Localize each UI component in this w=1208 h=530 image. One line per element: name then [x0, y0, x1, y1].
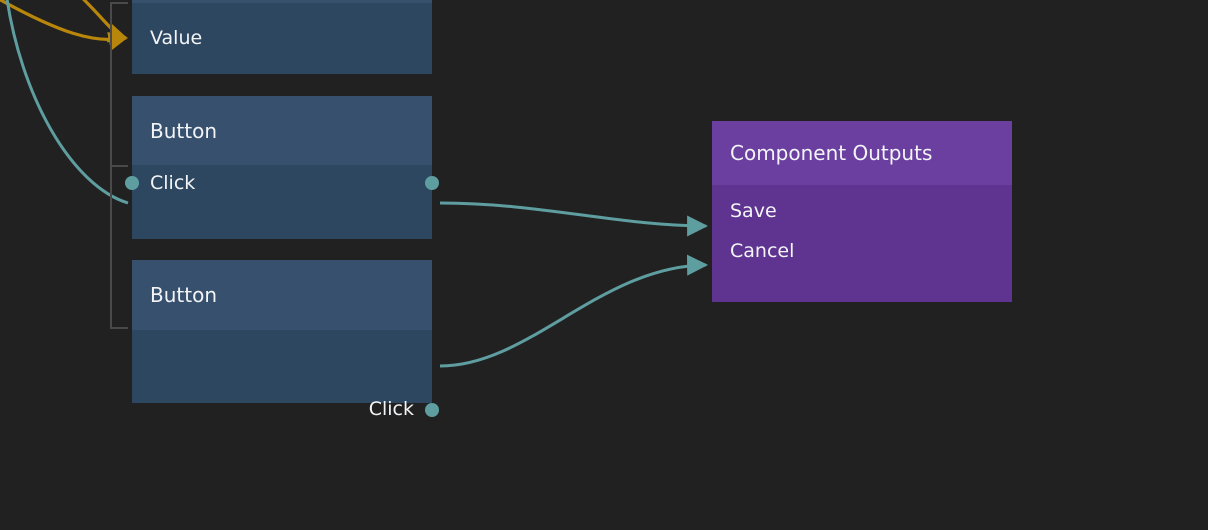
bracket-spine [110, 2, 112, 329]
bracket-tick-top [110, 2, 128, 4]
port-dot-click-1-output[interactable] [425, 176, 439, 190]
port-dot-click-2-output[interactable] [425, 402, 439, 417]
node-button-2-title-label: Button [150, 283, 217, 307]
node-component-outputs-title: Component Outputs [712, 121, 1012, 185]
node-button-1-body: Click [125, 165, 439, 239]
port-row-click-2[interactable]: Click [132, 398, 439, 420]
port-row-value[interactable]: Value [132, 21, 432, 57]
wire-teal-into-click-1 [5, 0, 129, 205]
bracket-tick-middle [110, 165, 128, 167]
port-label-value: Value [150, 27, 203, 49]
wire-teal-click2-to-cancel [439, 254, 709, 368]
port-dot-click-1-input[interactable] [125, 176, 139, 190]
node-component-outputs[interactable]: Component Outputs Save Cancel [712, 121, 1012, 302]
port-label-save: Save [730, 199, 777, 222]
node-value[interactable]: Value [132, 0, 432, 74]
bracket-tick-bottom [110, 327, 128, 329]
node-button-1[interactable]: Button Click [125, 96, 439, 239]
port-label-cancel: Cancel [730, 239, 795, 262]
node-value-body: Value [132, 3, 432, 74]
wire-orange-1 [0, 0, 128, 51]
port-row-cancel[interactable]: Cancel [712, 231, 1012, 271]
node-button-1-title-label: Button [150, 118, 217, 143]
node-value-header-strip [132, 0, 432, 3]
port-row-click-1[interactable]: Click [125, 165, 439, 201]
node-button-2[interactable]: Button Click [132, 260, 439, 419]
node-group-bracket [110, 2, 128, 329]
node-button-1-title: Button [132, 96, 432, 165]
node-component-outputs-body: Save Cancel [712, 185, 1012, 302]
node-component-outputs-title-label: Component Outputs [730, 141, 933, 165]
node-button-2-body: Click [132, 330, 439, 419]
port-label-click-1: Click [150, 171, 196, 194]
wire-teal-click1-to-save [439, 201, 709, 237]
port-label-click-2: Click [368, 398, 414, 420]
node-button-2-title: Button [132, 260, 432, 330]
port-row-save[interactable]: Save [712, 191, 1012, 231]
wire-orange-2 [82, 0, 128, 43]
